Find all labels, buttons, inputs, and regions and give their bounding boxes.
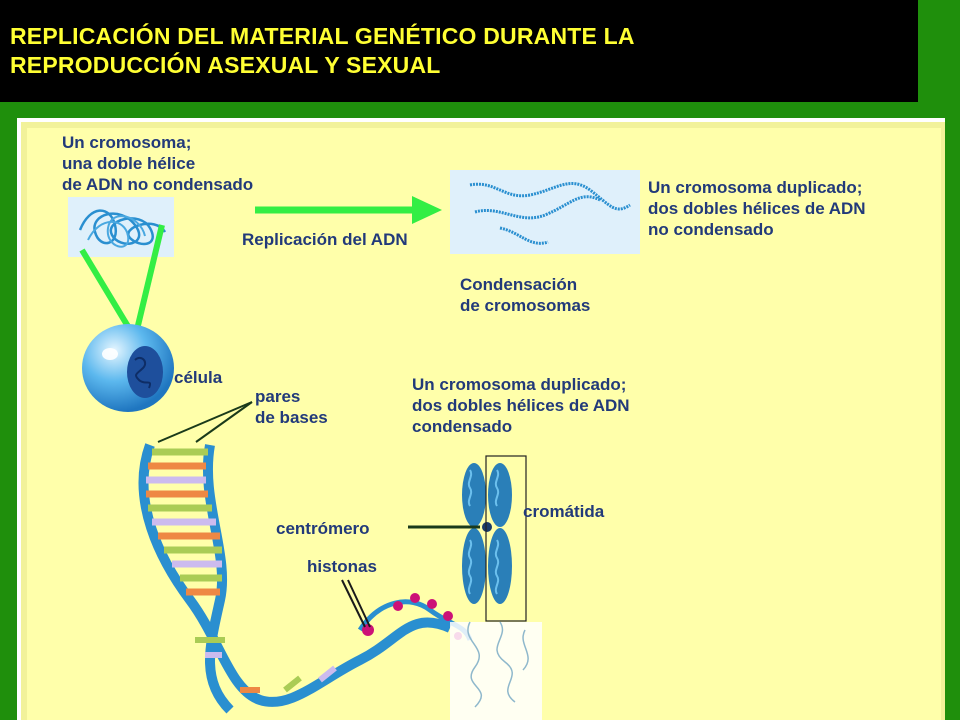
single-chromosome-line-3: de ADN no condensado — [62, 175, 254, 194]
condensed-chromosome-image — [408, 455, 527, 622]
chromatid-label: cromátida — [523, 502, 605, 521]
cell-image — [82, 324, 174, 412]
base-pairs-label: pares de bases — [255, 386, 328, 428]
slide-title: REPLICACIÓN DEL MATERIAL GENÉTICO DURANT… — [10, 22, 635, 80]
duplicated-uncondensed-line-3: no condensado — [648, 220, 774, 239]
loose-chromatin-image — [450, 621, 542, 720]
replication-arrow — [255, 196, 442, 224]
dna-double-helix — [138, 443, 453, 714]
single-chromosome-line-1: Un cromosoma; — [62, 133, 192, 152]
title-line-2: REPRODUCCIÓN ASEXUAL Y SEXUAL — [10, 52, 441, 78]
cell-label: célula — [174, 368, 223, 387]
base-pairs-line-2: de bases — [255, 408, 328, 427]
duplicated-uncondensed-line-1: Un cromosoma duplicado; — [648, 178, 863, 197]
condensation-line-2: de cromosomas — [460, 296, 591, 315]
duplicated-condensed-line-1: Un cromosoma duplicado; — [412, 375, 627, 394]
duplicated-uncondensed-dna-image — [450, 170, 640, 254]
title-bar: REPLICACIÓN DEL MATERIAL GENÉTICO DURANT… — [0, 0, 918, 102]
duplicated-condensed-line-2: dos dobles hélices de ADN — [412, 396, 630, 415]
base-pairs-line-1: pares — [255, 387, 301, 406]
duplicated-condensed-label: Un cromosoma duplicado; dos dobles hélic… — [412, 374, 630, 437]
zoom-lines — [79, 224, 165, 340]
histones-label: histonas — [307, 557, 377, 576]
single-chromosome-label: Un cromosoma; una doble hélice de ADN no… — [62, 132, 253, 195]
centromere-label: centrómero — [276, 519, 370, 538]
condensation-line-1: Condensación — [460, 275, 578, 294]
condensation-label: Condensación de cromosomas — [460, 274, 590, 316]
duplicated-condensed-line-3: condensado — [412, 417, 513, 436]
duplicated-uncondensed-label: Un cromosoma duplicado; dos dobles hélic… — [648, 177, 866, 240]
duplicated-uncondensed-line-2: dos dobles hélices de ADN — [648, 199, 866, 218]
base-pairs-pointer — [157, 401, 253, 443]
replication-label: Replicación del ADN — [242, 230, 408, 249]
single-chromosome-line-2: una doble hélice — [62, 154, 196, 173]
title-line-1: REPLICACIÓN DEL MATERIAL GENÉTICO DURANT… — [10, 23, 635, 49]
